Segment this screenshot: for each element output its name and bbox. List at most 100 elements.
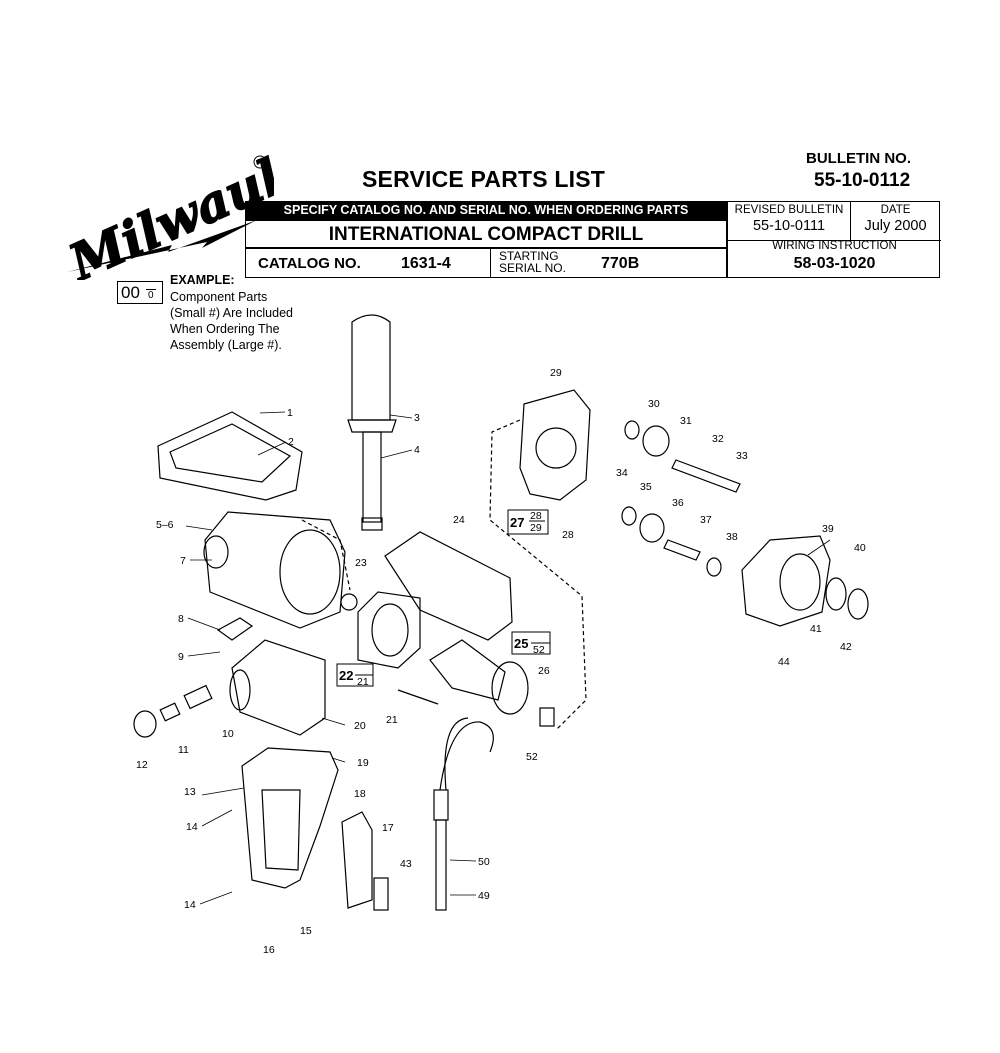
part-label: 26: [538, 665, 550, 677]
part-label: 40: [854, 542, 866, 554]
date-cell: DATE July 2000: [850, 202, 941, 241]
revised-number: 55-10-0111: [752, 218, 826, 234]
starting-label-line1: STARTING: [499, 249, 559, 263]
part-label: 32: [712, 433, 724, 445]
brush-spring-part: [216, 617, 254, 641]
part-label: 12: [136, 759, 148, 771]
spindle-part: [671, 459, 741, 493]
serial-number: 770B: [601, 255, 640, 272]
milwaukee-logo: Milwaukee R: [58, 150, 274, 280]
part-label: 23: [355, 557, 367, 569]
example-line: Component Parts: [170, 290, 268, 304]
svg-text:29: 29: [530, 522, 542, 534]
part-label: 13: [184, 786, 196, 798]
top-cover-part: [157, 411, 303, 501]
gear-housing-part: [204, 511, 346, 629]
ring-42-part: [847, 588, 869, 620]
part-label: 11: [178, 744, 189, 756]
switch-part: [341, 811, 373, 909]
wiring-number: 58-03-1020: [793, 255, 876, 272]
part-label: 16: [263, 944, 275, 956]
part-label: 24: [453, 514, 465, 526]
part-label: 36: [672, 497, 684, 509]
revised-label: REVISED BULLETIN: [734, 204, 844, 216]
catalog-label: CATALOG NO.: [258, 255, 361, 272]
part-label: 37: [700, 514, 712, 526]
side-handle-part: [351, 314, 391, 421]
part-label: 42: [840, 641, 852, 653]
part-label: 39: [822, 523, 834, 535]
gear-case-part: [519, 389, 591, 501]
assembly-25-box: 25 52: [511, 631, 551, 656]
assembly-27-box: 27 28 29: [507, 509, 549, 535]
catalog-number: 1631-4: [401, 255, 451, 272]
part-label: 33: [736, 450, 748, 462]
part-label: 7: [180, 555, 186, 567]
armature-part: [429, 639, 506, 701]
starting-serial-cell: STARTING SERIAL NO.: [490, 249, 621, 277]
gear-35-part: [639, 513, 665, 543]
part-label: 34: [616, 467, 628, 479]
revised-bulletin-cell: REVISED BULLETIN 55-10-0111: [728, 202, 851, 241]
part-label: 50: [478, 856, 490, 868]
svg-text:22: 22: [339, 668, 353, 683]
bulletin-number: 55-10-0112: [814, 170, 911, 191]
starting-label-line2: SERIAL NO.: [499, 261, 566, 275]
shaft-part: [663, 539, 701, 561]
example-line: When Ordering The: [170, 322, 280, 336]
bearing-41-part: [825, 577, 847, 611]
catalog-row: CATALOG NO. 1631-4 STARTING SERIAL NO. 7…: [245, 248, 727, 278]
page-title: SERVICE PARTS LIST: [362, 166, 606, 192]
switch-cover-part: [373, 877, 389, 911]
example-line: (Small #) Are Included: [170, 306, 293, 320]
instruction-bar: SPECIFY CATALOG NO. AND SERIAL NO. WHEN …: [245, 201, 727, 220]
svg-text:R: R: [257, 158, 263, 167]
field-part: [357, 591, 421, 669]
part-label: 3: [414, 412, 420, 424]
part-label: 43: [400, 858, 412, 870]
example-assembly-box: 00 0: [117, 281, 163, 304]
part-label: 44: [778, 656, 790, 668]
part-label: 15: [300, 925, 312, 937]
part-label: 14: [184, 899, 196, 911]
svg-text:52: 52: [533, 644, 545, 656]
example-title: EXAMPLE:: [170, 273, 235, 287]
part-label: 9: [178, 651, 184, 663]
part-label: 10: [222, 728, 234, 740]
wiring-label: WIRING INSTRUCTION: [772, 240, 897, 252]
svg-text:27: 27: [510, 515, 524, 530]
part-label: 20: [354, 720, 366, 732]
part-label: 2: [288, 436, 294, 448]
bearing-38-part: [706, 557, 722, 577]
brush-holder-part: [183, 684, 213, 710]
part-label: 52: [526, 751, 538, 763]
assembly-22-box: 22 21: [336, 663, 374, 688]
date-value: July 2000: [864, 218, 927, 234]
baffle-part: [384, 531, 513, 641]
handle-part: [241, 747, 339, 889]
product-name: INTERNATIONAL COMPACT DRILL: [245, 220, 727, 248]
part-label: 35: [640, 481, 652, 493]
gear-31-part: [642, 425, 670, 457]
part-label: 14: [186, 821, 198, 833]
example-line: Assembly (Large #).: [170, 338, 282, 352]
part-label: 38: [726, 531, 738, 543]
example-small-number: 0: [146, 289, 156, 301]
part-label: 29: [550, 367, 562, 379]
part-label: 28: [562, 529, 574, 541]
part-label: 21: [386, 714, 398, 726]
gear-cover-part: [741, 535, 831, 627]
bearing-30-part: [624, 420, 640, 440]
starting-label: STARTING SERIAL NO.: [499, 250, 566, 274]
date-label: DATE: [880, 204, 911, 216]
part-label: 4: [414, 444, 420, 456]
bearing-26-part: [539, 707, 555, 727]
svg-text:28: 28: [530, 510, 542, 522]
part-label: 30: [648, 398, 660, 410]
part-label: 18: [354, 788, 366, 800]
brush-cap-part: [133, 710, 157, 738]
part-label: 49: [478, 890, 490, 902]
bulletin-label: BULLETIN NO.: [806, 150, 911, 167]
part-label: 31: [680, 415, 692, 427]
